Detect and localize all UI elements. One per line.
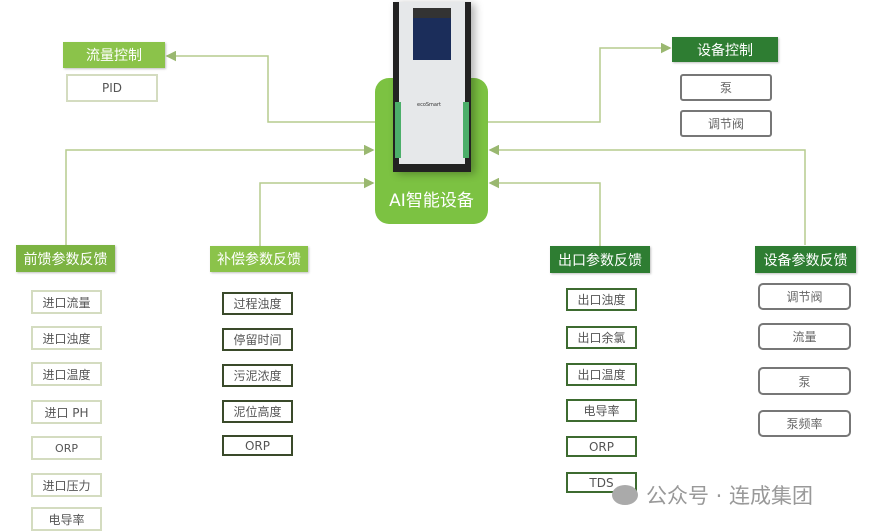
equipment-feedback-item: 泵频率 [758,410,851,437]
compensation-item: 停留时间 [222,328,293,351]
outlet-item: 出口浊度 [566,288,637,311]
outlet-item: 电导率 [566,399,637,422]
outlet-item: ORP [566,436,637,457]
watermark: 公众号 · 连成集团 [612,480,813,510]
feedforward-item: 进口浊度 [31,326,102,350]
feedforward-item: 电导率 [31,507,102,531]
wechat-icon [612,485,638,505]
equipment-feedback-item: 调节阀 [758,283,851,310]
equipment-control-item: 调节阀 [680,110,772,137]
feedforward-item: 进口温度 [31,362,102,386]
watermark-text: 公众号 · 连成集团 [646,484,814,508]
feedforward-item: ORP [31,436,102,460]
flow-control-item: PID [66,74,158,102]
outlet-item: TDS [566,472,637,493]
compensation-item: ORP [222,435,293,456]
compensation-header: 补偿参数反馈 [210,246,308,272]
device-machine-image: ecoSmart [393,2,471,172]
equipment-feedback-item: 泵 [758,367,851,395]
outlet-item: 出口余氯 [566,326,637,349]
device-brand: ecoSmart [417,102,442,108]
device-screen [413,8,451,60]
device-strip-left [395,102,401,158]
compensation-item: 过程浊度 [222,292,293,315]
equipment-feedback-header: 设备参数反馈 [755,246,856,273]
compensation-item: 泥位高度 [222,400,293,423]
feedforward-item: 进口压力 [31,473,102,497]
flow-control-header: 流量控制 [63,42,165,68]
feedforward-item: 进口 PH [31,400,102,424]
feedforward-item: 进口流量 [31,290,102,314]
equipment-control-item: 泵 [680,74,772,101]
feedforward-header: 前馈参数反馈 [16,245,115,272]
ai-device-label: AI智能设备 [389,191,474,211]
compensation-item: 污泥浓度 [222,364,293,387]
device-strip-right [463,102,469,158]
outlet-item: 出口温度 [566,363,637,386]
equipment-feedback-item: 流量 [758,323,851,350]
equipment-control-header: 设备控制 [672,37,778,62]
outlet-header: 出口参数反馈 [550,246,650,273]
